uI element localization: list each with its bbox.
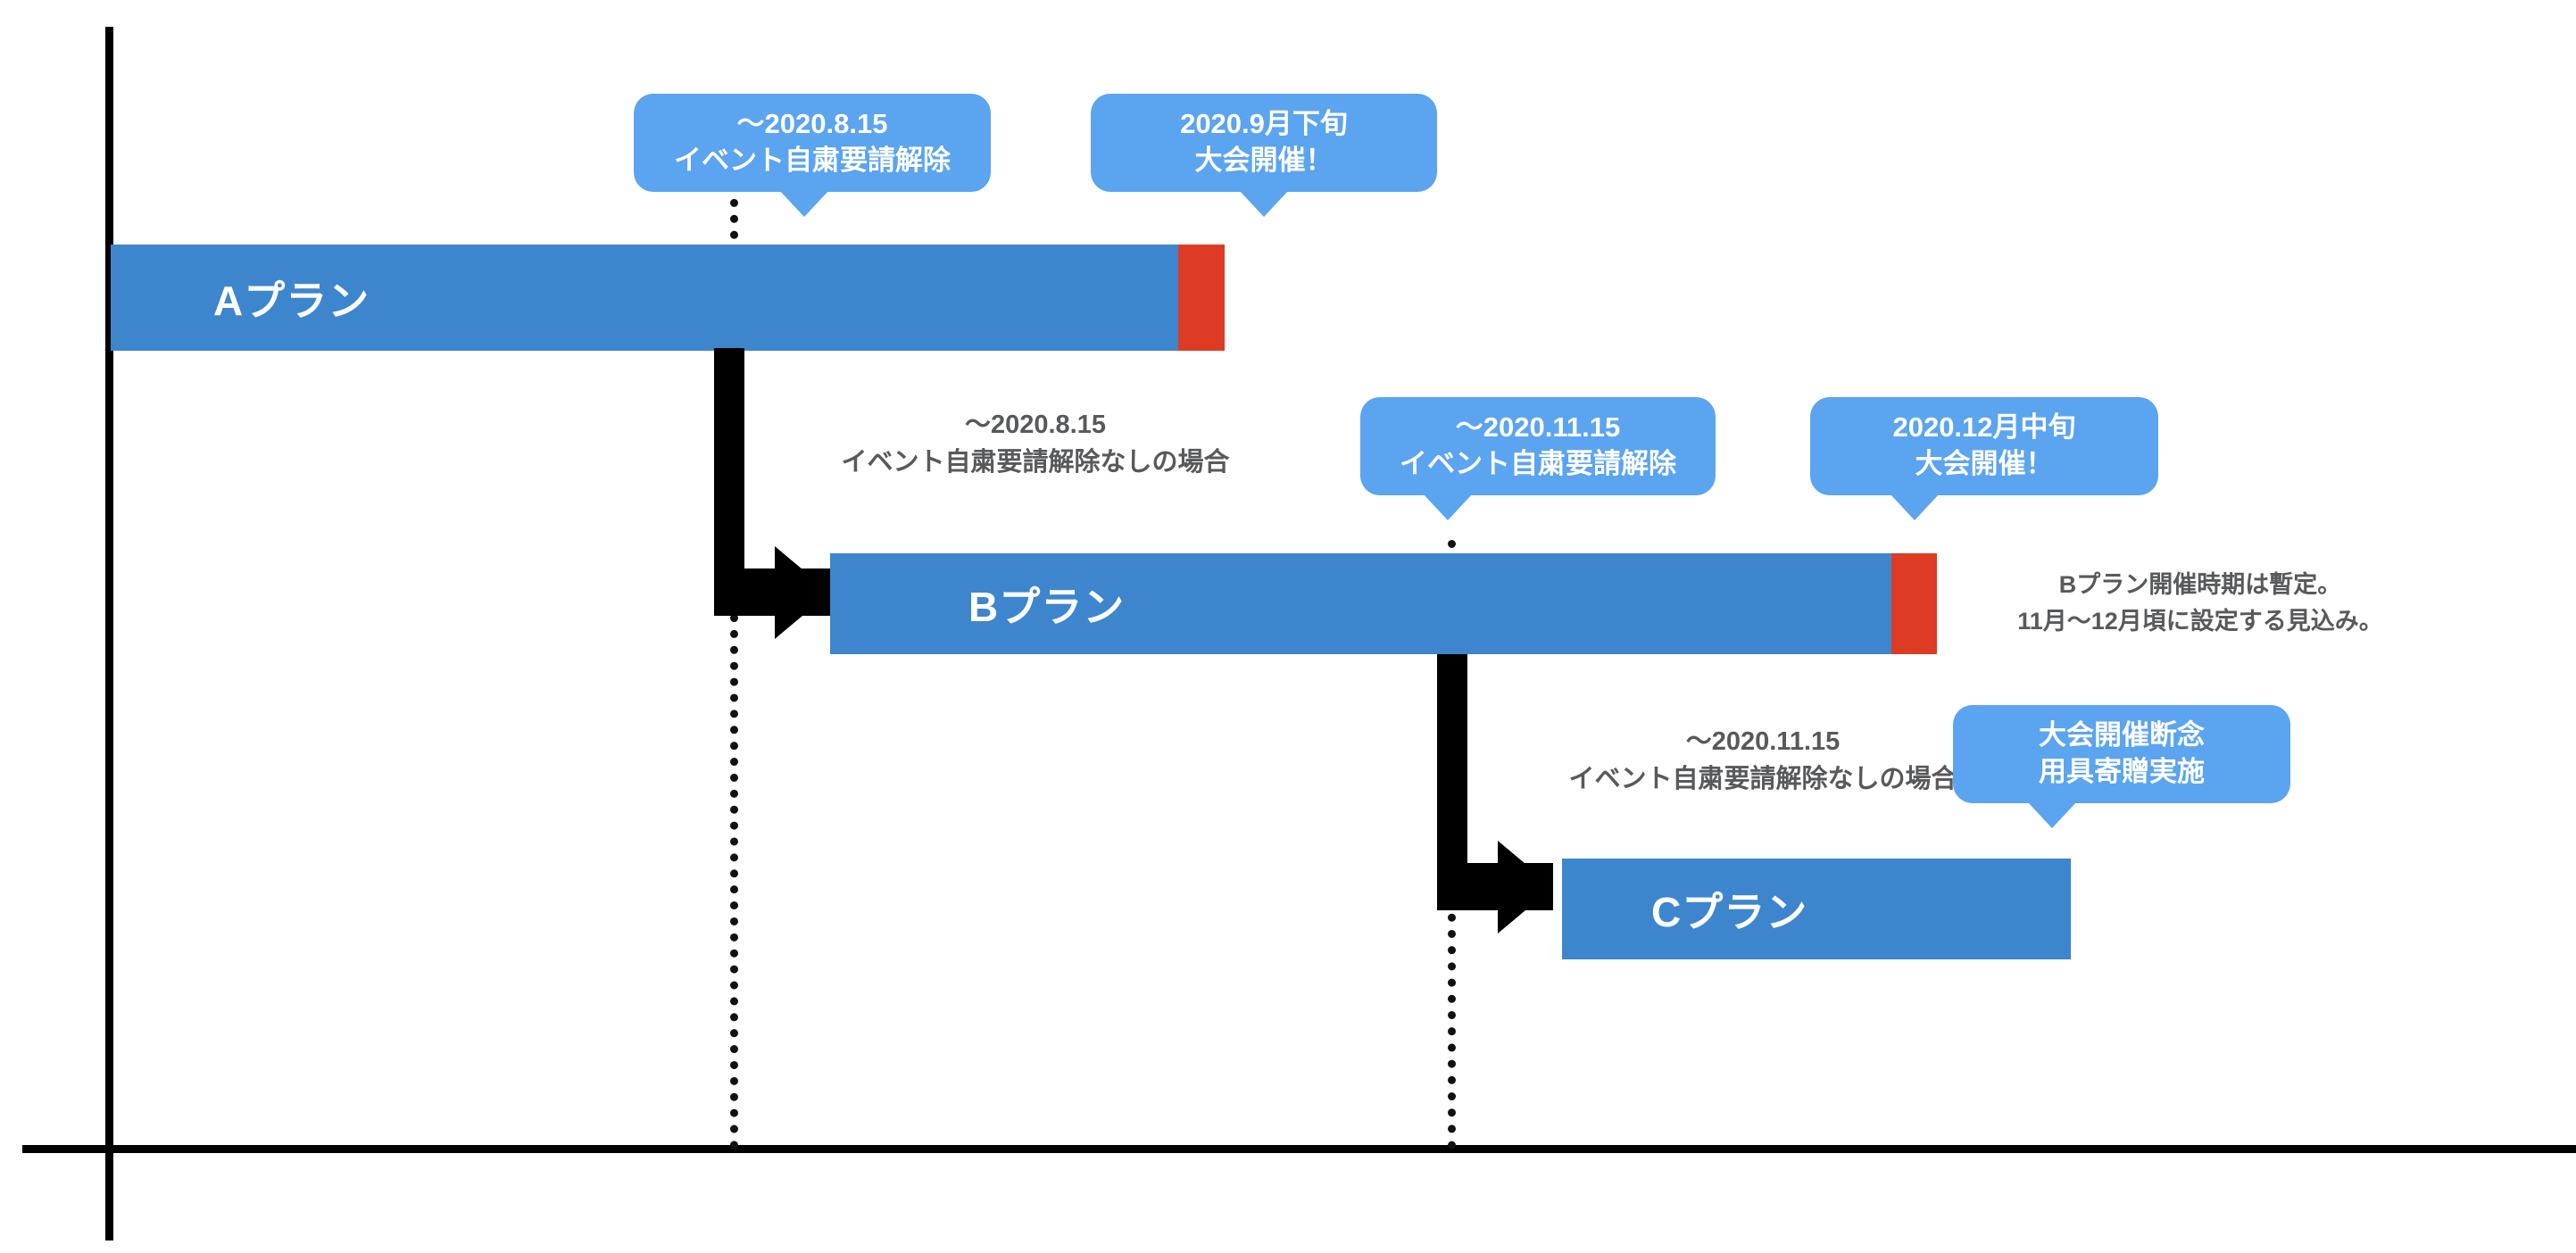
callout-plan-b-event-line2: 大会開催！ (1915, 448, 2054, 479)
note-a-to-b-line2: イベント自粛要請解除なしの場合 (841, 448, 1230, 477)
callout-plan-b-decision[interactable]: 〜2020.11.15 イベント自粛要請解除 (1360, 397, 1716, 520)
bar-plan-a-label: Aプラン (213, 277, 370, 324)
callout-plan-a-decision[interactable]: 〜2020.8.15 イベント自粛要請解除 (634, 94, 991, 217)
callout-plan-b-event[interactable]: 2020.12月中旬 大会開催！ (1810, 397, 2158, 520)
callout-tail-icon (779, 190, 829, 217)
callout-tail-icon (2027, 801, 2077, 828)
callout-tail-icon (1423, 494, 1473, 520)
callout-plan-c-result-line1: 大会開催断念 (2039, 719, 2205, 751)
callout-plan-b-decision-line1: 〜2020.11.15 (1455, 411, 1621, 444)
note-b-to-c-line1: 〜2020.11.15 (1685, 727, 1841, 756)
note-b-timing-line2: 11月〜12月頃に設定する見込み。 (2017, 607, 2383, 635)
note-b-to-c-line2: イベント自粛要請解除なしの場合 (1568, 765, 1957, 794)
callout-plan-b-event-line1: 2020.12月中旬 (1892, 411, 2076, 444)
bar-plan-b[interactable]: Bプラン (830, 553, 1891, 654)
callout-plan-c-result[interactable]: 大会開催断念 用具寄贈実施 (1953, 705, 2290, 828)
callout-plan-a-event-line2: 大会開催！ (1194, 145, 1334, 176)
note-a-to-b: 〜2020.8.15 イベント自粛要請解除なしの場合 (763, 406, 1308, 481)
callout-plan-a-event-line1: 2020.9月下旬 (1180, 108, 1348, 140)
bar-plan-a-event-marker[interactable] (1178, 245, 1225, 351)
arrow-a-to-b-head-icon (775, 546, 830, 639)
arrow-b-to-c-head-icon (1498, 841, 1553, 934)
guide-line-2020-08-15 (730, 183, 738, 1149)
bar-plan-c-label: Cプラン (1651, 888, 1808, 935)
bar-plan-b-event-marker[interactable] (1891, 553, 1937, 654)
bar-plan-b-label: Bプラン (968, 583, 1126, 630)
note-a-to-b-line1: 〜2020.8.15 (964, 411, 1106, 439)
y-axis-line (105, 27, 113, 1241)
callout-plan-a-event[interactable]: 2020.9月下旬 大会開催！ (1091, 94, 1437, 217)
callout-plan-a-decision-line2: イベント自粛要請解除 (674, 145, 951, 176)
callout-plan-a-decision-line1: 〜2020.8.15 (736, 108, 888, 140)
callout-tail-icon (1239, 190, 1289, 217)
bar-plan-c[interactable]: Cプラン (1562, 859, 2071, 959)
note-b-to-c: 〜2020.11.15 イベント自粛要請解除なしの場合 (1491, 723, 2035, 798)
callout-plan-c-result-line2: 用具寄贈実施 (2039, 756, 2205, 787)
x-axis-line (22, 1145, 2576, 1153)
bar-plan-a[interactable]: Aプラン (111, 245, 1210, 351)
callout-plan-b-decision-line2: イベント自粛要請解除 (1400, 448, 1676, 479)
callout-tail-icon (1890, 494, 1940, 520)
note-b-timing-line1: Bプラン開催時期は暫定。 (2058, 571, 2342, 598)
note-b-timing: Bプラン開催時期は暫定。 11月〜12月頃に設定する見込み。 (2008, 567, 2392, 639)
